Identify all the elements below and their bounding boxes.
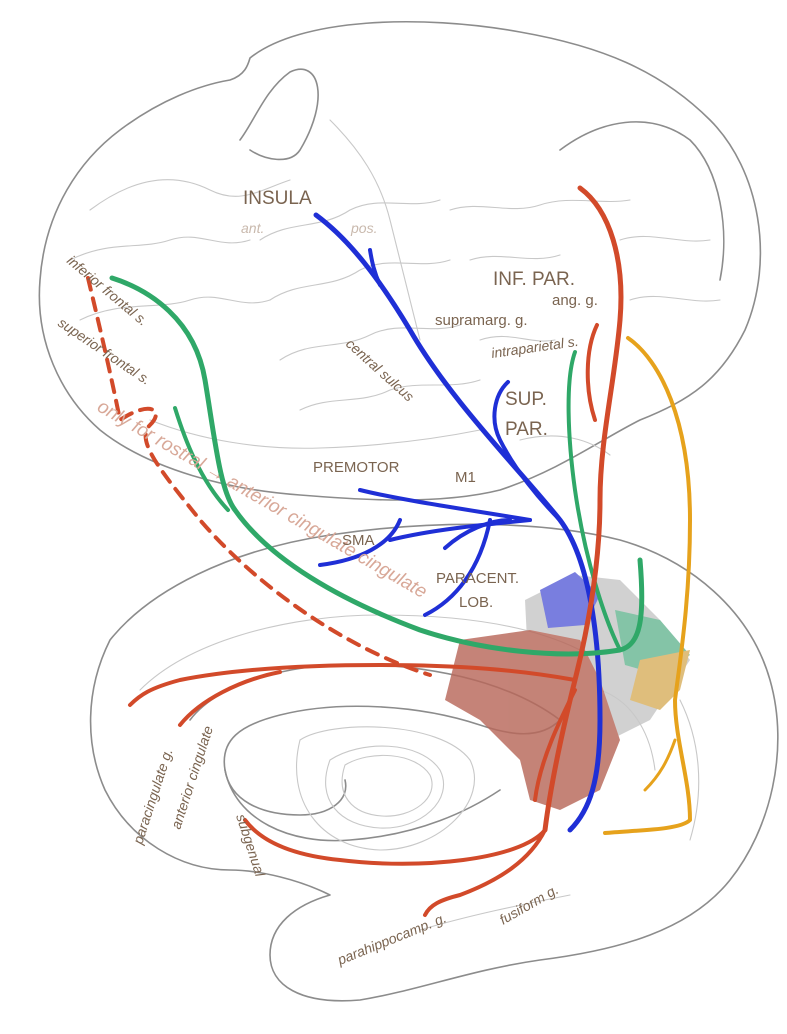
lateral-fissure-line (239, 68, 319, 161)
label-sma: SMA (342, 532, 375, 549)
orange-tract-main (603, 336, 692, 835)
thalamus-outline (325, 745, 445, 829)
label-parahippocamp-g: parahippocamp. g. (334, 910, 448, 969)
orange-tract-branch (643, 738, 677, 792)
label-paracingulate-g: paracingulate g. (129, 746, 175, 847)
label-paracent-2: LOB. (459, 594, 493, 611)
label-sup-par-1: SUP. (505, 389, 547, 410)
red-tract-main (542, 185, 624, 833)
red-tract-branch (128, 663, 577, 707)
sulcus-line (79, 296, 271, 321)
label-paracent-1: PARACENT. (436, 570, 519, 587)
blue-tract (313, 212, 603, 833)
label-supramarg-g: supramarg. g. (435, 312, 528, 329)
blue-tract-branch (423, 518, 492, 617)
blue-tract-branch (492, 380, 562, 522)
label-intraparietal-s: intraparietal s. (490, 333, 579, 361)
green-tract-branch (173, 406, 230, 512)
temporal-lobe-edge (559, 121, 725, 281)
sulcus-line (299, 379, 481, 411)
sulcus-line (329, 119, 421, 341)
label-sup-par-2: PAR. (505, 419, 548, 440)
label-premotor: PREMOTOR (313, 459, 400, 476)
orange-tract (603, 336, 692, 835)
sulcus-line (149, 419, 481, 449)
lateral-brain-outline (38, 20, 762, 501)
fornix-outline (224, 769, 501, 842)
blue-tract-branch (388, 518, 532, 542)
label-anterior-cingulate: anterior cingulate (168, 724, 216, 831)
red-tract (86, 185, 624, 917)
sulcus-line (629, 295, 721, 302)
blue-tract-branch (368, 248, 382, 287)
sulcus-line (69, 236, 251, 261)
label-insula-ant: ant. (241, 220, 264, 236)
sulcus-line (469, 254, 561, 261)
sulcus-line (89, 179, 291, 211)
sulcus-line (259, 199, 441, 241)
label-fusiform-g: fusiform g. (497, 881, 562, 928)
medial-sulcus (679, 699, 700, 841)
medial-sulcus (419, 894, 571, 931)
labels: INSULA ant. pos. INF. PAR. ang. g. supra… (55, 188, 598, 968)
thalamus-outline (341, 754, 433, 817)
lateral-hemisphere (38, 20, 762, 501)
sulcus-line (279, 324, 461, 361)
green-tract (109, 275, 645, 657)
red-tract-branch (178, 670, 282, 727)
red-tract-branch (423, 828, 547, 917)
sulcus-line (619, 235, 711, 242)
label-ang-g: ang. g. (552, 292, 598, 309)
sulcus-line (269, 259, 451, 301)
red-tract-branch (585, 323, 599, 422)
sulcus-line (479, 335, 556, 342)
thalamus-outline (296, 726, 476, 851)
red-tract-branch (533, 688, 577, 802)
green-tract-branch (566, 350, 622, 652)
label-insula-pos: pos. (350, 220, 377, 236)
blue-tract-branch (318, 518, 402, 567)
blue-tract-branch (358, 488, 532, 522)
blue-tract-branch (443, 518, 512, 550)
label-inf-par: INF. PAR. (493, 269, 575, 290)
red-tract-dashed (86, 276, 432, 677)
label-m1: M1 (455, 469, 476, 486)
sulcus-line (449, 199, 631, 211)
label-insula: INSULA (243, 188, 312, 209)
red-tract-branch (243, 818, 547, 866)
